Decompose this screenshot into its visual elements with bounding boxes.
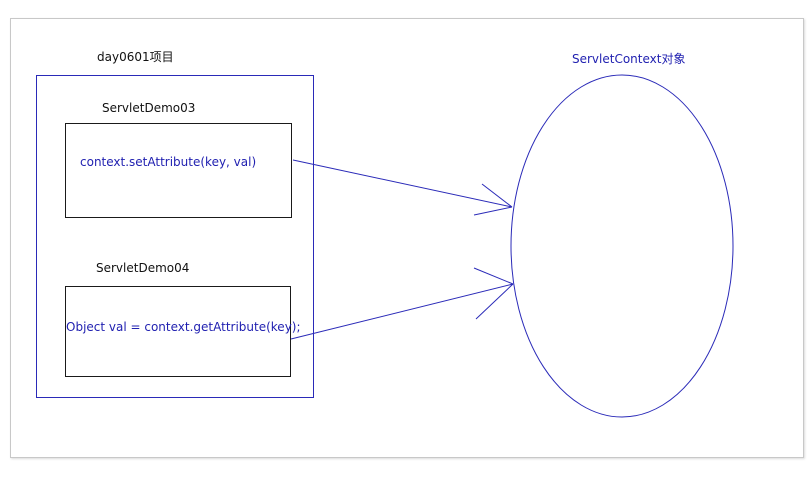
set-attribute-arrow [292, 159, 513, 216]
servlet-b-code: Object val = context.getAttribute(key); [66, 320, 301, 334]
servlet-a-code: context.setAttribute(key, val) [80, 155, 257, 169]
servlet-a-box [65, 123, 292, 218]
diagram-frame [10, 18, 804, 458]
servlet-b-name: ServletDemo04 [96, 261, 190, 275]
servlet-a-name: ServletDemo03 [102, 101, 196, 115]
project-title: day0601项目 [97, 50, 174, 64]
servlet-b-box [65, 286, 291, 377]
servlet-context-ellipse [510, 74, 734, 418]
context-title: ServletContext对象 [572, 52, 686, 66]
project-container [36, 75, 314, 398]
get-attribute-arrow [290, 267, 514, 340]
